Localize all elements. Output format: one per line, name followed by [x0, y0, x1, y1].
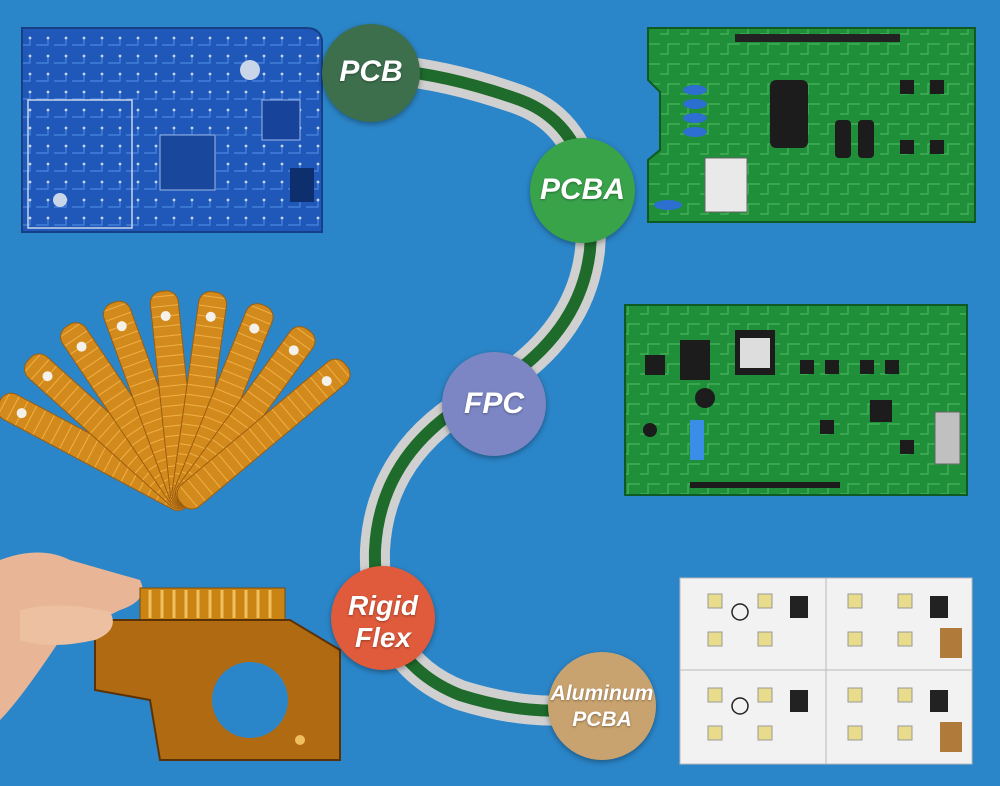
- green-pcba-photo-middle: [624, 304, 968, 496]
- pcba-label: PCBA: [539, 173, 625, 206]
- pcb-label: PCB: [339, 55, 403, 88]
- fpc-label: FPC: [464, 387, 524, 420]
- pcb-node: [322, 24, 420, 122]
- rigid-flex-label-line2: Flex: [354, 622, 412, 653]
- aluminum-pcba-node: [548, 652, 656, 760]
- fpc-node: [442, 352, 546, 456]
- aluminum-led-board-photo: [679, 577, 973, 765]
- rigid-flex-node: [331, 566, 435, 670]
- green-pcba-photo-top: [647, 27, 976, 223]
- aluminum-pcba-label-line2: PCBA: [572, 708, 632, 731]
- rigid-flex-label-line1: Rigid: [348, 590, 418, 621]
- pcba-node: [530, 138, 635, 243]
- flexible-circuit-fan-photo: [0, 290, 351, 511]
- aluminum-pcba-label-line1: Aluminum: [550, 682, 654, 705]
- rigid-flex-board-in-hand-photo: [0, 552, 341, 761]
- blue-pcb-photo: [21, 27, 323, 233]
